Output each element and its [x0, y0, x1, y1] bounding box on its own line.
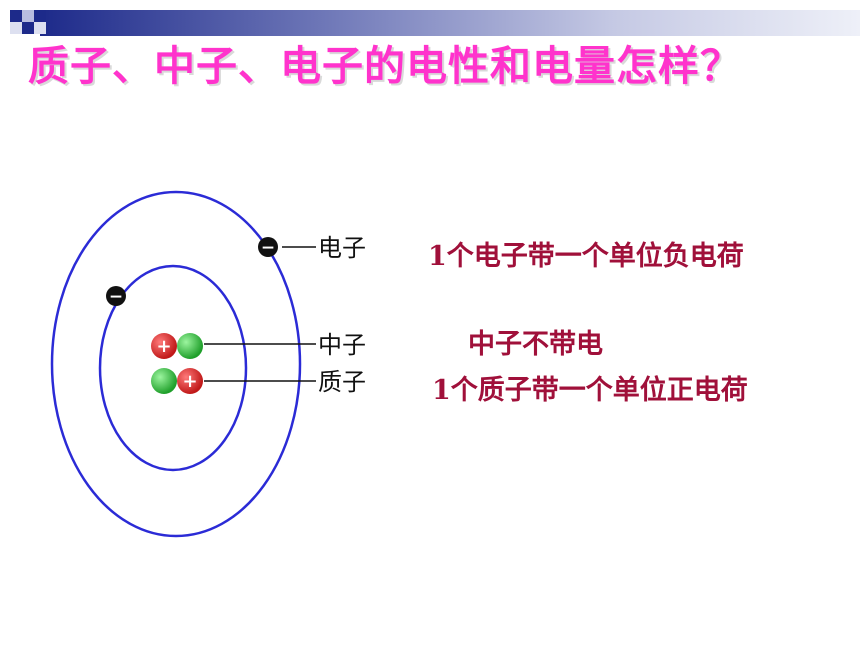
proton-charge-fact: 1个质子带一个单位正电荷 — [432, 375, 748, 406]
proton-label: 质子 — [318, 368, 366, 396]
svg-text:+: + — [182, 371, 197, 392]
slide-title: 质子、中子、电子的电性和电量怎样？ — [28, 42, 742, 90]
deco-square — [22, 22, 34, 34]
deco-square — [22, 10, 34, 22]
neutron-label: 中子 — [318, 331, 366, 359]
nucleus: + + — [151, 333, 203, 394]
deco-square — [10, 10, 22, 22]
top-decoration-bar — [0, 0, 860, 40]
deco-square — [34, 22, 46, 34]
neutron-ball — [177, 333, 203, 359]
electron-label: 电子 — [318, 234, 366, 262]
electron-outer: − — [258, 237, 278, 258]
inner-orbit — [98, 264, 248, 472]
electron-charge-fact: 1个电子带一个单位负电荷 — [428, 241, 744, 272]
electron-inner: − — [106, 286, 126, 307]
svg-text:−: − — [261, 238, 275, 258]
deco-square — [34, 10, 46, 22]
svg-text:+: + — [156, 336, 171, 357]
neutron-ball — [151, 368, 177, 394]
outer-orbit — [50, 190, 302, 538]
proton-ball: + — [177, 368, 203, 394]
svg-text:−: − — [109, 287, 123, 307]
top-gradient-band — [40, 10, 860, 36]
deco-square — [10, 22, 22, 34]
neutron-charge-fact: 中子不带电 — [468, 329, 603, 360]
proton-ball: + — [151, 333, 177, 359]
